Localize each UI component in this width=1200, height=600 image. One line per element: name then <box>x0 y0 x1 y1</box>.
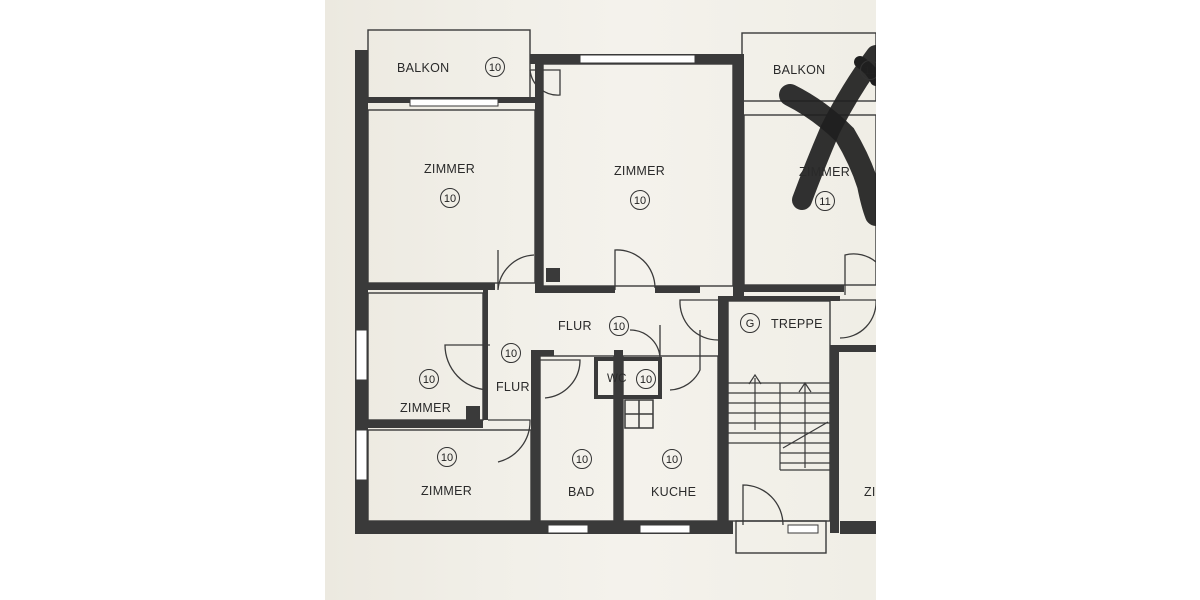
label-flur-side: FLUR <box>496 380 530 394</box>
marker-zimmer-top-mid: 10 <box>630 190 650 210</box>
walls <box>355 50 876 534</box>
label-bad: BAD <box>568 485 595 499</box>
label-zimmer-top-mid: ZIMMER <box>614 164 666 178</box>
marker-kuche: 10 <box>662 449 682 469</box>
marker-wc: 10 <box>636 369 656 389</box>
label-zimmer-small: ZIMMER <box>400 401 452 415</box>
marker-flur-side: 10 <box>501 343 521 363</box>
windows <box>355 54 819 534</box>
marker-balkon-right: 11 <box>860 60 876 80</box>
scribble-cross-out <box>779 45 876 226</box>
label-zimmer-top-left: ZIMMER <box>424 162 476 176</box>
marker-zimmer-bottom: 10 <box>437 447 457 467</box>
marker-zimmer-small: 10 <box>419 369 439 389</box>
stair-treads <box>728 373 830 471</box>
label-zimmer-top-right: ZIMMER <box>799 165 851 179</box>
marker-zimmer-top-right: 11 <box>815 191 835 211</box>
marker-zimmer-top-left: 10 <box>440 188 460 208</box>
label-treppe: TREPPE <box>771 317 823 331</box>
outlines <box>367 29 876 554</box>
label-zimmer-far-right: ZI <box>864 485 876 499</box>
label-balkon-left: BALKON <box>397 61 450 75</box>
floor-plan-scan: BALKON 10 BALKON 11 ZIMMER 10 ZIMMER 10 … <box>325 0 876 600</box>
marker-flur-main: 10 <box>609 316 629 336</box>
label-zimmer-bottom: ZIMMER <box>421 484 473 498</box>
label-kuche: KUCHE <box>651 485 697 499</box>
label-flur-main: FLUR <box>558 319 592 333</box>
floor-plan-drawing <box>355 29 876 554</box>
door-swings <box>444 69 876 526</box>
marker-treppe: G <box>740 313 760 333</box>
marker-balkon-left: 10 <box>485 57 505 77</box>
kitchen-stove <box>624 399 654 429</box>
marker-bad: 10 <box>572 449 592 469</box>
label-wc: WC <box>607 373 627 385</box>
label-balkon-right: BALKON <box>773 63 826 77</box>
